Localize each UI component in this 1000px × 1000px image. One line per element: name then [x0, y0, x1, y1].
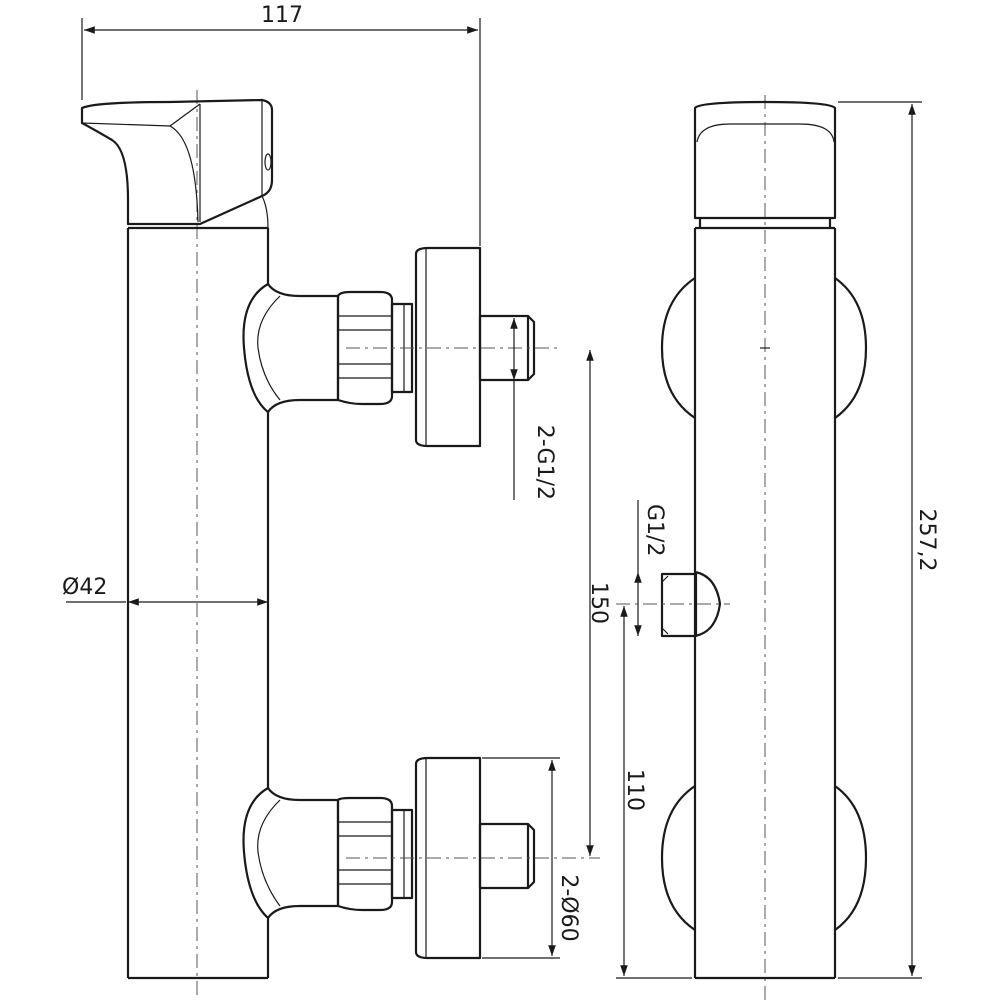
- dim-outlet-thread: G1/2: [634, 500, 667, 636]
- dim-total-width: 117: [81, 3, 481, 246]
- side-lower-disc: [660, 785, 868, 931]
- valve-body: [126, 226, 270, 980]
- front-view: [80, 90, 600, 1000]
- dim-pipe-diameter: Ø42: [62, 575, 268, 606]
- upper-inlet-connector: [242, 246, 560, 448]
- dim-label-150: 150: [586, 582, 611, 624]
- side-view: [616, 95, 868, 1000]
- side-upper-disc: [660, 277, 868, 419]
- dim-inlet-thread: 2-G1/2: [510, 318, 557, 500]
- dim-label-g12: G1/2: [642, 504, 667, 556]
- side-handle: [693, 100, 837, 228]
- dim-total-height: 257,2: [838, 101, 939, 979]
- side-outlet: [616, 570, 730, 638]
- dim-outlet-height: 110: [616, 606, 692, 979]
- dim-label-d42: Ø42: [62, 575, 107, 600]
- dim-label-2572: 257,2: [914, 509, 939, 572]
- dim-inlet-spacing: 150: [586, 350, 611, 856]
- lever-handle: [80, 98, 274, 229]
- dim-cover-diameter: 2-Ø60: [482, 757, 581, 959]
- dim-label-117: 117: [261, 3, 303, 28]
- dim-label-2g12: 2-G1/2: [532, 425, 557, 500]
- dimensions: 117 Ø42 2-G1/2 150 2-Ø60: [62, 3, 939, 979]
- dim-label-2d60: 2-Ø60: [556, 874, 581, 941]
- lower-inlet-connector: [242, 756, 600, 960]
- dim-label-110: 110: [622, 769, 647, 811]
